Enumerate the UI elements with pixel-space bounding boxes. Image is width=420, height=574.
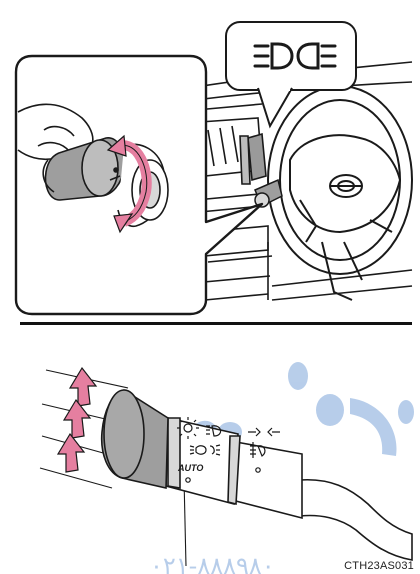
- dashboard-illustration: [0, 0, 420, 322]
- section-divider: [20, 322, 412, 325]
- watermark-phone-text: ۰۲۱-۸۸۸۹۸۰: [150, 552, 275, 574]
- svg-text:AUTO: AUTO: [177, 463, 203, 473]
- lever-illustration: AUTO: [0, 328, 420, 574]
- rotation-direction-arrows: [58, 368, 96, 472]
- lever-stalk: [255, 180, 282, 207]
- figure-code-label: CTH23AS031: [344, 560, 414, 572]
- steering-wheel: [268, 86, 412, 300]
- top-illustration-panel: [0, 0, 420, 322]
- bottom-illustration-panel: AUTO CTH23AS031 ۰۲۱-۸۸۸۹۸۰: [0, 328, 420, 574]
